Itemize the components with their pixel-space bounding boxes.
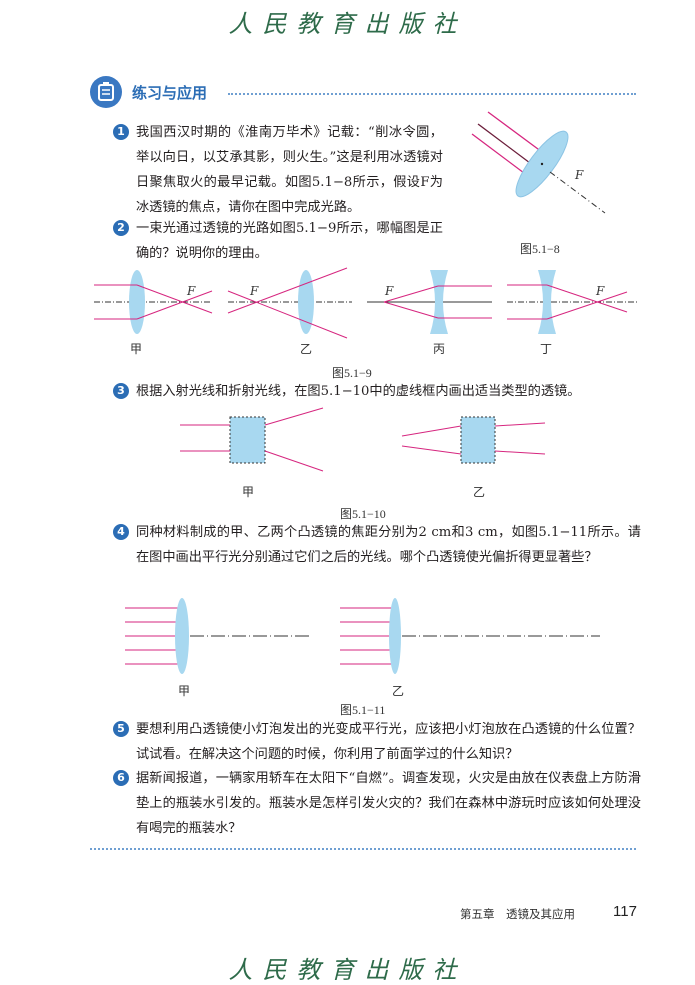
publisher-watermark-bottom: 人民教育出版社 [228, 956, 467, 984]
figure-label: 丁 [540, 342, 553, 356]
section-title: 练习与应用 [132, 83, 208, 102]
question-1: 1 我国西汉时期的《淮南万毕术》记载：“削冰令圆，举以向日，以艾承其影，则火生。… [113, 120, 443, 220]
question-number: 2 [113, 220, 129, 236]
question-3: 3 根据入射光线和折射光线，在图5.1−10中的虚线框内画出适当类型的透镜。 [113, 379, 643, 404]
focus-label: F [250, 284, 259, 298]
question-number: 1 [113, 124, 129, 140]
figure-5-1-8 [471, 111, 606, 214]
figure-label: 甲 [130, 342, 143, 356]
figure-label: 乙 [392, 684, 405, 698]
figure-5-1-10 [180, 407, 546, 472]
figure-caption: 图5.1−8 [520, 242, 560, 256]
question-text: 同种材料制成的甲、乙两个凸透镜的焦距分别为2 cm和3 cm，如图5.1−11所… [136, 525, 641, 565]
question-5: 5 要想利用凸透镜使小灯泡发出的光变成平行光，应该把小灯泡放在凸透镜的什么位置？… [113, 717, 641, 767]
question-number: 6 [113, 770, 129, 786]
question-2: 2 一束光通过透镜的光路如图5.1−9所示，哪幅图是正确的？说明你的理由。 [113, 216, 443, 266]
question-number: 5 [113, 721, 129, 737]
question-number: 4 [113, 524, 129, 540]
header-dotted-rule [228, 93, 636, 95]
question-number: 3 [113, 383, 129, 399]
page-number: 117 [613, 903, 637, 920]
section-end-dotted-rule [90, 848, 636, 850]
focus-label: F [385, 284, 394, 298]
question-text: 我国西汉时期的《淮南万毕术》记载：“削冰令圆，举以向日，以艾承其影，则火生。”这… [136, 125, 443, 215]
figure-5-1-11 [125, 598, 600, 674]
figure-5-1-9 [94, 267, 637, 339]
focus-label: F [596, 284, 605, 298]
figure-label: 甲 [242, 485, 255, 499]
figure-label: 丙 [433, 342, 446, 356]
question-text: 一束光通过透镜的光路如图5.1−9所示，哪幅图是正确的？说明你的理由。 [136, 221, 443, 261]
figure-label: 乙 [473, 485, 486, 499]
figure-caption: 图5.1−9 [332, 366, 372, 380]
exercise-clipboard-icon [90, 76, 122, 108]
figure-label: 甲 [178, 684, 191, 698]
focus-label: F [575, 168, 584, 182]
section-header: 练习与应用 [90, 76, 207, 108]
figure-label: 乙 [300, 342, 313, 356]
publisher-watermark-top: 人民教育出版社 [228, 10, 467, 38]
figure-caption: 图5.1−11 [340, 703, 386, 717]
question-6: 6 据新闻报道，一辆家用轿车在太阳下“自燃”。调查发现，火灾是由放在仪表盘上方防… [113, 766, 641, 841]
question-4: 4 同种材料制成的甲、乙两个凸透镜的焦距分别为2 cm和3 cm，如图5.1−1… [113, 520, 641, 570]
question-text: 根据入射光线和折射光线，在图5.1−10中的虚线框内画出适当类型的透镜。 [136, 384, 581, 399]
chapter-footer: 第五章 透镜及其应用 [460, 907, 575, 921]
focus-label: F [187, 284, 196, 298]
figure-caption: 图5.1−10 [340, 507, 386, 521]
question-text: 要想利用凸透镜使小灯泡发出的光变成平行光，应该把小灯泡放在凸透镜的什么位置？试试… [136, 722, 641, 762]
question-text: 据新闻报道，一辆家用轿车在太阳下“自燃”。调查发现，火灾是由放在仪表盘上方防滑垫… [136, 771, 641, 836]
